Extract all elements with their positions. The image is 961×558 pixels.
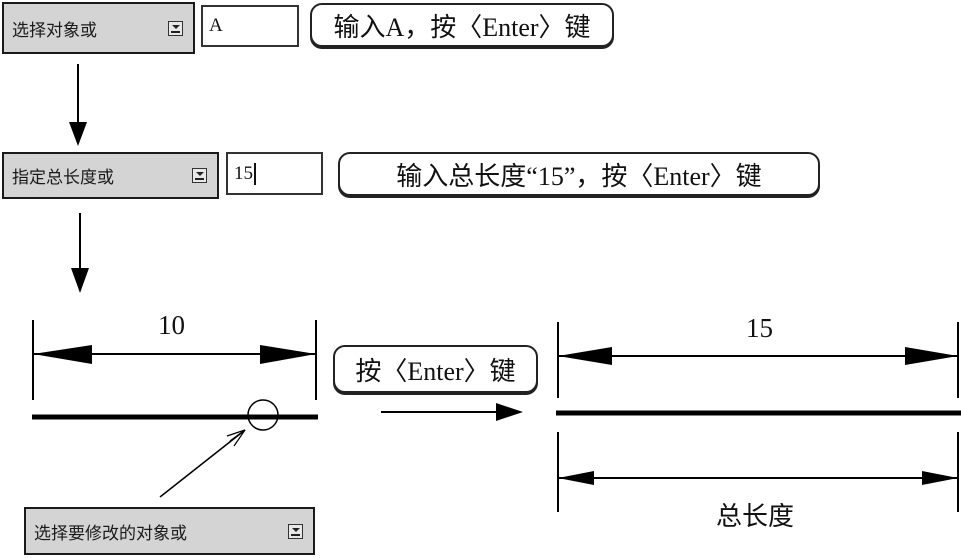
dropdown-arrow-icon[interactable] <box>288 523 303 539</box>
pointer-arrow <box>159 429 246 498</box>
command-input-field[interactable]: 15 <box>226 152 323 195</box>
command-input-field[interactable]: A <box>201 5 299 47</box>
prompt-label: 选择要修改的对象或 <box>34 523 187 544</box>
prompt-label: 指定总长度或 <box>12 168 114 188</box>
pick-circle-icon <box>247 399 279 431</box>
dimension-before <box>32 320 317 400</box>
dimension-value-after: 15 <box>746 313 773 343</box>
input-value: A <box>209 15 223 36</box>
prompt-label: 选择对象或 <box>12 20 97 41</box>
text-caret <box>254 162 256 185</box>
instruction-bubble: 输入A，按〈Enter〉键 <box>310 3 614 47</box>
dropdown-arrow-icon[interactable] <box>168 20 183 36</box>
dimension-after <box>557 322 959 398</box>
enter-instruction-bubble: 按〈Enter〉键 <box>333 345 538 393</box>
dimension-total-length <box>557 432 959 512</box>
arrow-down-icon <box>71 213 89 293</box>
command-prompt-select-object: 选择对象或 <box>2 2 195 54</box>
total-length-label: 总长度 <box>716 502 795 532</box>
command-prompt-select-modify-object: 选择要修改的对象或 <box>24 507 315 555</box>
dropdown-arrow-icon[interactable] <box>192 168 207 183</box>
arrow-down-icon <box>69 64 87 146</box>
instruction-text: 按〈Enter〉键 <box>355 356 516 386</box>
command-prompt-total-length: 指定总长度或 <box>2 152 219 199</box>
instruction-text: 输入A，按〈Enter〉键 <box>333 12 591 42</box>
dimension-value-before: 10 <box>158 310 185 340</box>
instruction-text: 输入总长度“15”，按〈Enter〉键 <box>396 161 762 191</box>
transition-arrow <box>381 403 523 421</box>
input-value: 15 <box>234 162 253 184</box>
instruction-bubble: 输入总长度“15”，按〈Enter〉键 <box>338 152 820 196</box>
